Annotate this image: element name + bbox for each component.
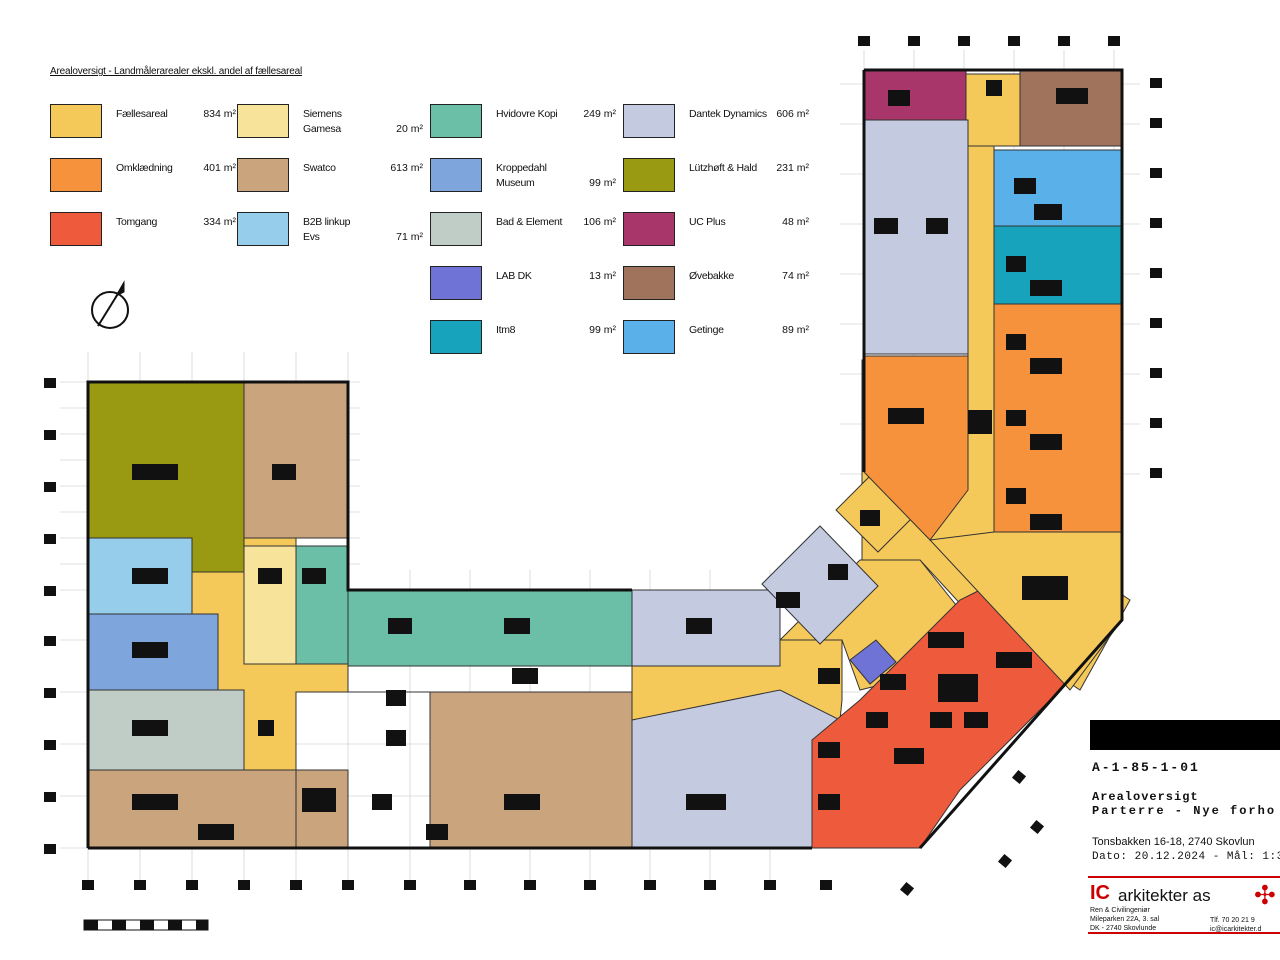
legend-name: LAB DK	[496, 270, 532, 282]
legend-swatch	[430, 320, 482, 354]
legend-area: 48 m²	[782, 216, 809, 228]
scale-bar	[83, 919, 209, 931]
legend-area: 89 m²	[782, 324, 809, 336]
legend-name: Getinge	[689, 324, 724, 336]
drawing-subtitle: Parterre - Nye forho	[1092, 804, 1277, 818]
legend-swatch	[237, 104, 289, 138]
legend-item: Dantek Dynamics 606 m²	[623, 104, 813, 144]
legend-name: Siemens Gamesa	[303, 108, 342, 135]
date-scale: Dato: 20.12.2024 - Mål: 1:3	[1092, 851, 1280, 863]
legend-name: B2B linkup Evs	[303, 216, 351, 243]
room-labels-redacted	[132, 80, 1088, 840]
legend-area: 74 m²	[782, 270, 809, 282]
outer-walls	[86, 68, 1124, 850]
legend-title: Arealoversigt - Landmålerarealer ekskl. …	[50, 66, 303, 77]
legend-swatch	[623, 158, 675, 192]
legend-name: Hvidovre Kopi	[496, 108, 558, 120]
legend-name: Kroppedahl Museum	[496, 162, 547, 189]
legend-area: 231 m²	[776, 162, 809, 174]
legend-area: 613 m²	[390, 162, 423, 174]
legend-name: Tomgang	[116, 216, 158, 228]
legend-item: Omklædning 401 m²	[50, 158, 240, 198]
company-logo: IC arkitekter as Ren & Civilingeniør Mil…	[1088, 876, 1280, 934]
legend-area: 834 m²	[203, 108, 236, 120]
legend-name: Itm8	[496, 324, 516, 336]
legend-swatch	[623, 212, 675, 246]
legend-item: Siemens Gamesa 20 m²	[237, 104, 427, 144]
address: Tonsbakken 16-18, 2740 Skovlun	[1092, 836, 1255, 848]
legend-swatch	[237, 212, 289, 246]
legend-item: Øvebakke 74 m²	[623, 266, 813, 306]
legend-swatch	[623, 266, 675, 300]
legend-item: Bad & Element 106 m²	[430, 212, 620, 252]
legend-name: Øvebakke	[689, 270, 734, 282]
divider	[1088, 932, 1280, 934]
legend-item: Tomgang 334 m²	[50, 212, 240, 252]
title-block: A-1-85-1-01 Arealoversigt Parterre - Nye…	[1088, 718, 1280, 934]
legend-name: Omklædning	[116, 162, 173, 174]
redacted-block	[1090, 720, 1280, 750]
legend-area: 401 m²	[203, 162, 236, 174]
legend-swatch	[430, 158, 482, 192]
legend-item: Kroppedahl Museum 99 m²	[430, 158, 620, 198]
legend-item: Swatco 613 m²	[237, 158, 427, 198]
legend-name: Bad & Element	[496, 216, 563, 228]
legend-area: 249 m²	[583, 108, 616, 120]
logo-name: arkitekter as	[1118, 886, 1211, 905]
legend-name: Swatco	[303, 162, 336, 174]
legend-item: B2B linkup Evs 71 m²	[237, 212, 427, 252]
legend-swatch	[623, 104, 675, 138]
logo-ic: IC	[1090, 882, 1110, 904]
legend-name: UC Plus	[689, 216, 726, 228]
legend-area: 606 m²	[776, 108, 809, 120]
legend-swatch	[50, 212, 102, 246]
legend-item: Lützhøft & Hald 231 m²	[623, 158, 813, 198]
legend-item: UC Plus 48 m²	[623, 212, 813, 252]
legend-item: LAB DK 13 m²	[430, 266, 620, 306]
legend-area: 99 m²	[589, 324, 616, 336]
drawing-number: A-1-85-1-01	[1092, 760, 1200, 775]
legend-name: Dantek Dynamics	[689, 108, 767, 120]
legend-item: Getinge 89 m²	[623, 320, 813, 360]
legend-swatch	[237, 158, 289, 192]
legend-item: Hvidovre Kopi 249 m²	[430, 104, 620, 144]
grid-markers	[44, 36, 1162, 897]
legend-area: 20 m²	[396, 123, 423, 135]
legend-name: Lützhøft & Hald	[689, 162, 757, 174]
legend-item: Itm8 99 m²	[430, 320, 620, 360]
legend-swatch	[623, 320, 675, 354]
logo-mark-icon: ✣	[1254, 880, 1276, 910]
legend-swatch	[50, 158, 102, 192]
company-address: Ren & Civilingeniør Mileparken 22A, 3. s…	[1090, 907, 1160, 932]
legend-area: 71 m²	[396, 231, 423, 243]
legend-item: Fællesareal 834 m²	[50, 104, 240, 144]
north-arrow	[91, 280, 129, 329]
company-contact: Tlf. 70 20 21 9 ic@icarkitekter.d	[1210, 917, 1262, 933]
legend-swatch	[430, 212, 482, 246]
legend-area: 13 m²	[589, 270, 616, 282]
legend-swatch	[430, 104, 482, 138]
drawing-title: Arealoversigt	[1092, 790, 1199, 804]
legend-area: 334 m²	[203, 216, 236, 228]
legend-swatch	[50, 104, 102, 138]
legend-area: 106 m²	[583, 216, 616, 228]
legend-swatch	[430, 266, 482, 300]
legend-area: 99 m²	[589, 177, 616, 189]
legend-name: Fællesareal	[116, 108, 168, 120]
